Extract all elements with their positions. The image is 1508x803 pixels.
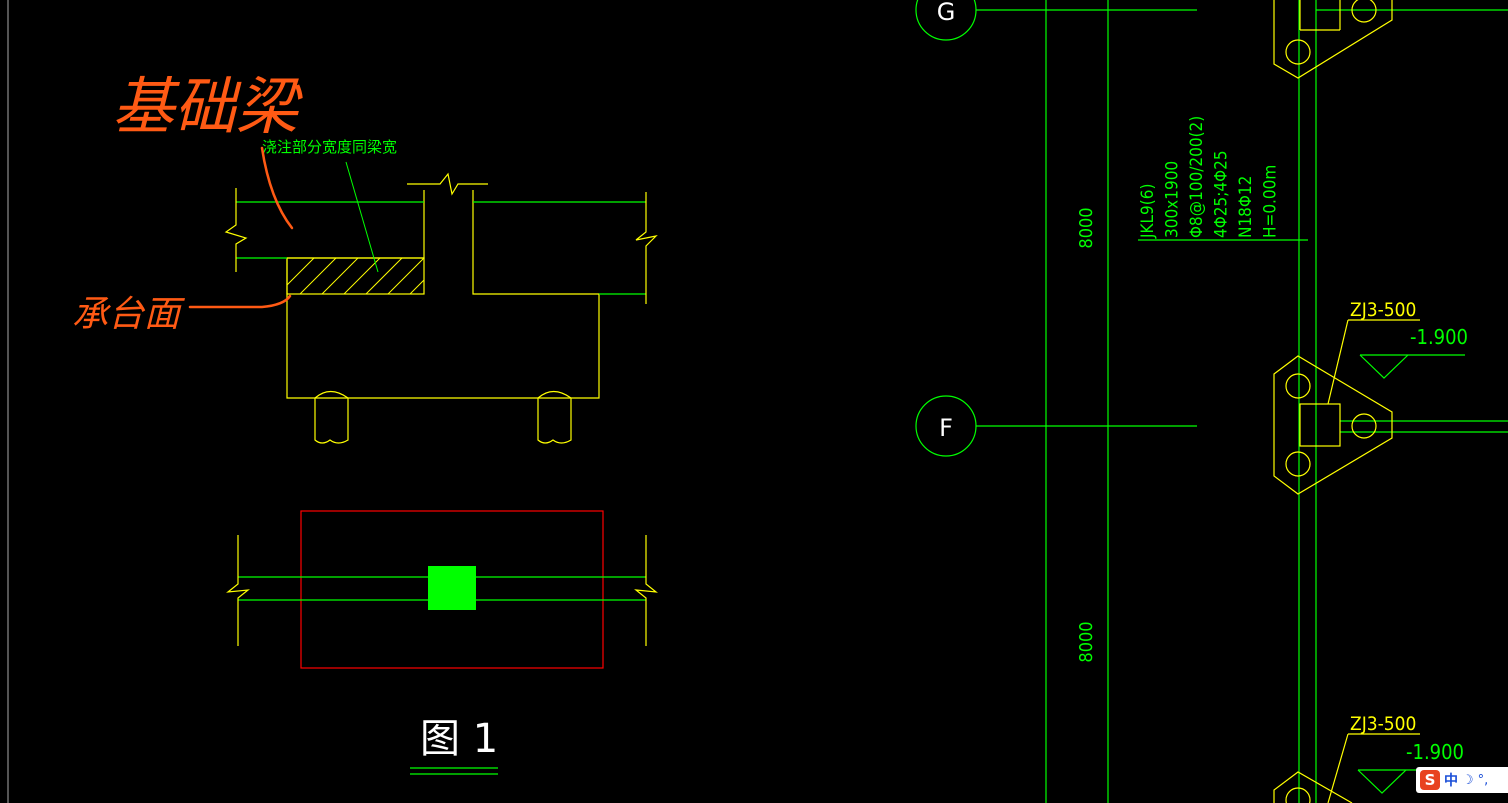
beam-spec-line: 4Φ25;4Φ25 [1212,150,1232,238]
plan-right-break [634,535,658,646]
foundation-tag-bottom: ZJ3-500 [1350,713,1416,735]
grid-label-g: G [937,0,956,26]
elevation-middle: -1.900 [1410,325,1468,349]
column-block [428,566,476,610]
ime-toolbar[interactable]: S 中 ☽ °, [1416,767,1508,793]
beam-spec-line: 300x1900 [1163,161,1183,238]
sogou-logo-icon[interactable]: S [1420,770,1440,790]
cap-handwritten-label: 承台面 [72,294,185,335]
punctuation-icon[interactable]: °, [1477,772,1489,788]
elevation-bottom: -1.900 [1406,740,1464,764]
handwritten-annotations [188,146,294,309]
dimension-upper: 8000 [1076,207,1097,248]
moon-icon[interactable]: ☽ [1462,772,1474,788]
note-leader [345,161,379,273]
grid-axis-g[interactable] [915,0,1197,41]
hatch-lines [286,257,425,295]
ime-language-toggle[interactable]: 中 [1444,773,1458,789]
right-break-line [635,192,658,304]
pile-right [537,390,572,444]
pile-left [314,390,349,444]
left-break-line [224,188,248,272]
pour-width-note: 浇注部分宽度同梁宽 [262,138,397,156]
pile-cap-bottom[interactable] [1273,733,1420,803]
beam-spec-line: Φ8@100/200(2) [1187,116,1207,238]
figure-title-underline [410,767,498,775]
grid-label-f: F [939,414,953,442]
dimension-lower: 8000 [1076,621,1097,662]
ground-beam-lines [236,201,646,295]
main-beam-lines [1298,0,1508,803]
beam-spec-line: H=0.00m [1261,165,1281,238]
plan-left-break [226,535,250,646]
beam-spec-line: JKL9(6) [1138,184,1158,239]
pile-cap-middle[interactable] [1273,319,1420,495]
cap-leader-stroke [188,294,292,309]
beam-spec-line: N18Φ12 [1236,176,1256,238]
grid-axis-f[interactable] [915,395,1197,457]
beam-leader-stroke [260,146,294,230]
pile-cap-top[interactable] [1273,0,1393,79]
elevation-marker-middle [1359,354,1465,379]
cap-plan-outline [300,510,604,669]
beam-handwritten-label: 基础梁 [112,70,303,143]
figure-title: 图 1 [420,716,498,762]
beam-section-detail [224,161,658,444]
plan-detail [226,510,658,669]
column-break-symbol [407,172,488,196]
dimension-lines [1045,0,1109,803]
hatched-pour-zone [286,257,425,295]
foundation-tag-middle: ZJ3-500 [1350,299,1416,321]
